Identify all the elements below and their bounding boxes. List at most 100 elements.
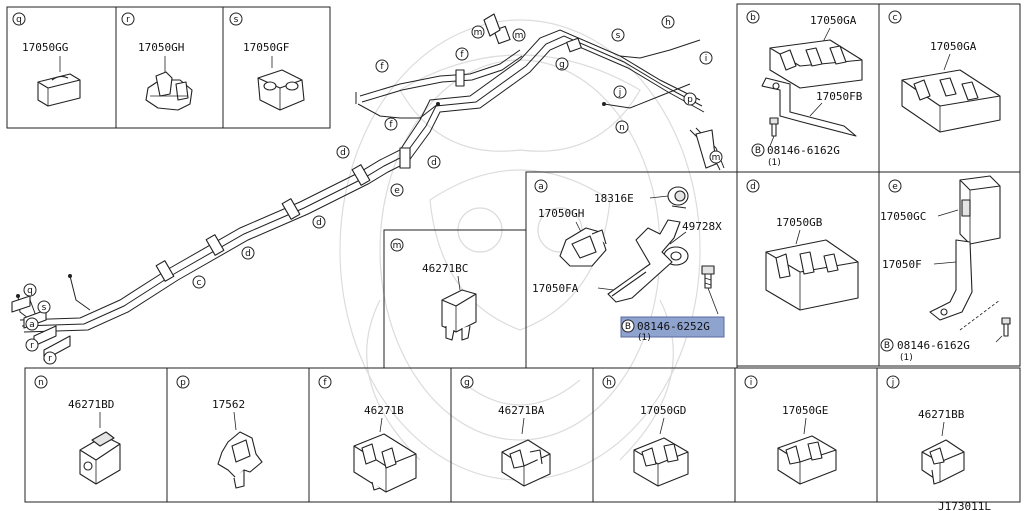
clip-17050GC — [959, 175, 1001, 245]
part-label-18316E: 18316E — [594, 192, 634, 205]
bolt-b-code: 08146-6162G — [767, 144, 840, 157]
clip-17050GF — [257, 69, 305, 111]
pipe-callout-e: e — [394, 186, 400, 196]
part-label-17050GA-c: 17050GA — [930, 40, 977, 53]
fuel-pipe-assembly — [11, 13, 725, 361]
callout-e: e — [892, 182, 898, 192]
pipe-callout-r2: r — [48, 354, 52, 364]
callout-s: s — [234, 15, 239, 25]
leader-17050GE — [803, 417, 807, 435]
pipe-callout-d4: d — [431, 158, 437, 168]
part-label-17050FB: 17050FB — [816, 90, 863, 103]
callout-i-box-circle — [744, 375, 758, 389]
pipe-callout-s: s — [42, 303, 47, 313]
part-label-46271BD: 46271BD — [68, 398, 114, 411]
clip-17050GA-c — [901, 69, 1001, 133]
callout-h-box: h — [606, 378, 612, 388]
bolt-e-qty: (1) — [900, 353, 913, 363]
bolt-a-marker: B — [625, 322, 631, 332]
bolt-b — [769, 117, 779, 137]
panel-e — [878, 171, 1021, 367]
callout-r: r — [126, 15, 130, 25]
callout-f-box: f — [323, 378, 327, 388]
callout-c-circle — [888, 10, 902, 24]
callout-c: c — [893, 13, 898, 23]
pipe-callout-q: q — [27, 286, 33, 296]
callout-a: a — [538, 182, 544, 192]
pipe-callout-d3: d — [340, 148, 346, 158]
pipe-end-4 — [602, 102, 606, 106]
leader-17050FB — [809, 102, 823, 117]
callout-e-circle — [888, 179, 902, 193]
pipe-callouts: q s a r r c d d d d e f f f m m g s h i … — [23, 15, 723, 365]
callout-g-box: g — [464, 378, 470, 388]
pipe-callout-m1: m — [474, 28, 483, 38]
callout-j-box: j — [891, 378, 895, 388]
part-label-17050GB: 17050GB — [776, 216, 823, 229]
pipe-callout-h: h — [665, 18, 671, 28]
part-label-46271B: 46271B — [364, 404, 404, 417]
pipe-callout-n: n — [619, 123, 625, 133]
panel-q — [6, 6, 117, 129]
leader-49728X — [669, 231, 687, 245]
callout-p-box: p — [180, 378, 186, 388]
pipe-callout-a: a — [29, 320, 35, 330]
clip-17050GG — [37, 73, 81, 107]
clip-46271BD — [79, 431, 121, 485]
clip-17050GE — [777, 435, 837, 485]
part-label-17050GH: 17050GH — [138, 41, 184, 54]
bolt-e-marker: B — [884, 341, 890, 351]
leader-bolt-a — [707, 287, 719, 315]
panel-s — [222, 6, 331, 129]
leader-bolt-e — [995, 335, 1003, 343]
clip-46271BA — [501, 439, 551, 487]
leader-46271BC — [457, 275, 461, 291]
callout-d: d — [750, 182, 756, 192]
callout-q: q — [16, 15, 22, 25]
callout-g-box-circle — [460, 375, 474, 389]
bolt-a — [701, 265, 715, 289]
clip-46271B — [353, 433, 417, 493]
leader-46271BA — [521, 417, 525, 435]
leader-46271B — [379, 417, 383, 433]
bracket-17050FA — [607, 219, 681, 303]
pipe-end-1 — [436, 102, 440, 106]
bolt-e — [1001, 317, 1011, 337]
pipe-callout-d2: d — [316, 218, 322, 228]
bolt-a-highlight — [620, 316, 725, 338]
pipe-callout-m3: m — [712, 153, 721, 163]
part-label-17050F: 17050F — [882, 258, 922, 271]
leader-17050F — [933, 261, 957, 265]
grommet-18316E — [667, 186, 689, 209]
bolt-a-marker-circle — [621, 319, 635, 333]
callout-b: b — [750, 13, 756, 23]
part-label-17050GD: 17050GD — [640, 404, 686, 417]
bolt-a-code: 08146-6252G — [637, 320, 710, 333]
part-label-17562: 17562 — [212, 398, 245, 411]
leader-17562 — [233, 411, 237, 431]
pipe-callout-s2: s — [616, 31, 621, 41]
part-label-17050GG: 17050GG — [22, 41, 68, 54]
clip-17050GB — [765, 239, 859, 311]
diagram-id: J173011L — [938, 500, 991, 511]
callout-j-box-circle — [886, 375, 900, 389]
clip-46271BB — [921, 439, 965, 485]
callout-d-circle — [746, 179, 760, 193]
part-label-17050GE: 17050GE — [782, 404, 828, 417]
callout-i-box: i — [750, 378, 753, 388]
pipe-callout-r: r — [30, 341, 34, 351]
leader-17050GB — [795, 229, 801, 245]
part-label-17050GA-b: 17050GA — [810, 14, 857, 27]
clip-17050GH — [145, 71, 193, 111]
part-label-17050GC: 17050GC — [880, 210, 926, 223]
clip-17050GD — [633, 437, 689, 487]
pipe-callout-f2: f — [389, 120, 393, 130]
pipe-callout-j: j — [618, 88, 622, 98]
clip-17562 — [217, 431, 263, 489]
part-label-49728X: 49728X — [682, 220, 722, 233]
part-label-17050GF: 17050GF — [243, 41, 289, 54]
callout-n-box-circle — [34, 375, 48, 389]
pipe-end-2 — [68, 274, 72, 278]
bolt-e-marker-circle — [880, 338, 894, 352]
